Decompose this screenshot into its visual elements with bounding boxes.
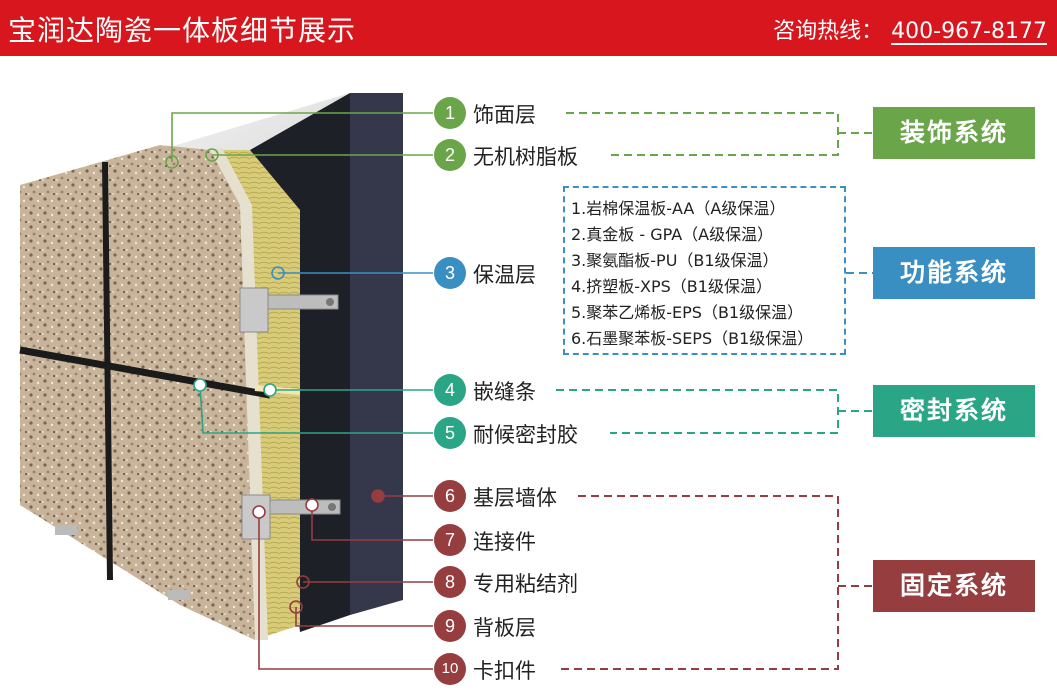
stone-facing-panel [20,145,255,640]
leader-lines-fixing [252,489,433,670]
insulation-option: 6.石墨聚苯板-SEPS（B1级保温） [571,329,814,348]
layer-6-badge: 6 [434,480,466,512]
insulation-option: 2.真金板 - GPA（A级保温） [571,225,774,244]
layer-2-label: 无机树脂板 [473,145,578,169]
hotline-number[interactable]: 400-967-8177 [891,19,1047,44]
bracket-upper [239,287,339,333]
bracket-lower [241,494,341,540]
layer-8-label: 专用粘结剂 [473,572,578,596]
layer-6-label: 基层墙体 [473,486,557,510]
layer-3-label: 保温层 [473,263,536,287]
layer-1-label: 饰面层 [473,103,536,127]
decorative-system-box: 装饰系统 [873,107,1035,159]
leader-lines-sealing [193,378,433,434]
layer-3-badge: 3 [434,257,466,289]
hotline: 咨询热线： 400-967-8177 [773,13,1047,45]
layer-1-badge: 1 [434,97,466,129]
layer-4-badge: 4 [434,374,466,406]
bracket-sealing [556,389,839,434]
layer-9-label: 背板层 [473,616,536,640]
layer-8-badge: 8 [434,566,466,598]
layer-7-badge: 7 [434,524,466,556]
bracket-decorative [566,112,839,156]
leader-lines-decorative [165,112,433,169]
vertical-seam [102,161,113,581]
page-title: 宝润达陶瓷一体板细节展示 [8,14,357,47]
header-bar: 宝润达陶瓷一体板细节展示 咨询热线： 400-967-8177 [0,0,1057,56]
layer-5-badge: 5 [434,417,466,449]
horizontal-seam [19,346,271,399]
fixing-system-box: 固定系统 [873,560,1035,612]
insulation-options-box: 1.岩棉保温板-AA（A级保温） 2.真金板 - GPA（A级保温） 3.聚氨酯… [563,186,846,355]
insulation-option: 4.挤塑板-XPS（B1级保温） [571,277,772,296]
insulation-option: 1.岩棉保温板-AA（A级保温） [571,199,786,218]
layer-2-badge: 2 [434,139,466,171]
layer-10-badge: 10 [434,653,466,685]
bottom-clip [168,590,190,600]
hotline-label: 咨询热线： [773,19,884,44]
functional-system-box: 功能系统 [873,247,1035,299]
leader-lines-functional [271,266,433,280]
layer-4-label: 嵌缝条 [473,380,536,404]
layer-7-label: 连接件 [473,530,536,554]
bottom-clip [55,525,77,535]
layer-10-label: 卡扣件 [473,659,536,683]
bracket-fixing [556,495,839,670]
insulation-option: 3.聚氨酯板-PU（B1级保温） [571,251,779,270]
layer-5-label: 耐候密封胶 [473,423,578,447]
insulation-option: 5.聚苯乙烯板-EPS（B1级保温） [571,303,804,322]
base-wall [350,93,403,615]
sealing-system-box: 密封系统 [873,385,1035,437]
layer-9-badge: 9 [434,610,466,642]
